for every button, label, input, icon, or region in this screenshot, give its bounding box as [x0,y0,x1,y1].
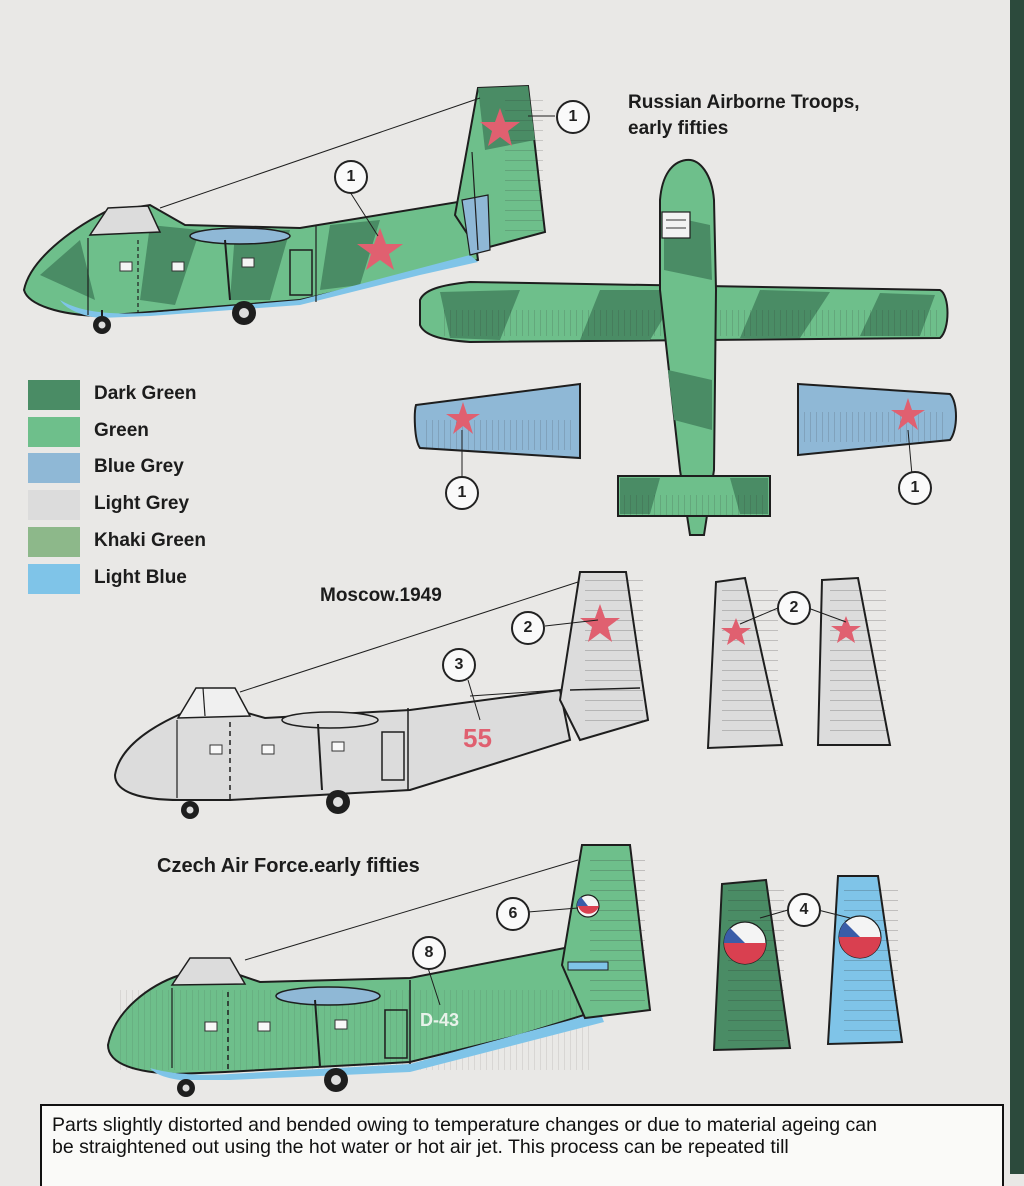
note-line-2: be straightened out using the hot water … [52,1136,789,1158]
legend-label: Blue Grey [94,456,184,477]
czech-title: Czech Air Force.early fifties [157,855,420,877]
note-text: Parts slightly distorted and bended owin… [52,1114,997,1158]
callout-czech-fins: 4 [787,893,821,927]
legend-label: Light Blue [94,567,187,588]
legend-label: Light Grey [94,493,190,514]
russian-title-line1: Russian Airborne Troops, [628,92,860,113]
legend-item: Light Blue [28,564,288,594]
callout-moscow-tail: 2 [511,611,545,645]
callout-moscow-number: 3 [442,648,476,682]
note-box: Parts slightly distorted and bended owin… [40,1104,1004,1186]
callout-moscow-fins: 2 [777,591,811,625]
legend-label: Green [94,420,149,441]
legend-swatch [28,417,80,447]
callout-wing-left: 1 [445,476,479,510]
russian-title-line2: early fifties [628,118,729,139]
callout-wing-right: 1 [898,471,932,505]
callout-czech-code: 8 [412,936,446,970]
legend-label: Dark Green [94,383,197,404]
legend-label: Khaki Green [94,530,206,551]
legend-swatch [28,527,80,557]
czech-fin-panels [712,875,904,1052]
legend-item: Green [28,417,288,447]
legend-item: Blue Grey [28,453,288,483]
moscow-side-view [113,571,650,819]
czech-aircraft-code: D-43 [420,1010,460,1030]
callout-czech-tail: 6 [496,897,530,931]
moscow-aircraft-number: 55 [463,723,492,753]
legend-swatch [28,564,80,594]
callout-tail-russian: 1 [556,100,590,134]
underwing-panels [413,382,957,478]
legend-item: Light Grey [28,490,288,520]
note-line-1: Parts slightly distorted and bended owin… [52,1114,877,1136]
legend-swatch [28,453,80,483]
callout-fuselage-russian: 1 [334,160,368,194]
russian-side-view [22,84,555,334]
czech-side-view [106,844,652,1097]
legend-item: Khaki Green [28,527,288,557]
moscow-fin-panels [706,576,892,750]
legend-swatch [28,380,80,410]
edge-strip [1010,0,1024,1174]
russian-top-view [419,158,949,536]
moscow-title: Moscow.1949 [320,585,442,606]
legend-swatch [28,490,80,520]
legend-item: Dark Green [28,380,288,410]
